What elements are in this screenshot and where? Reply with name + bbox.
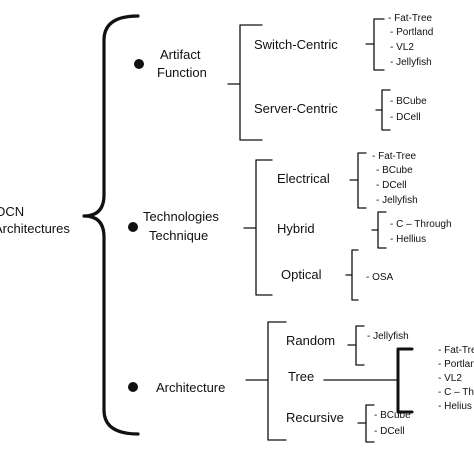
bullet-icon: [134, 59, 144, 69]
leaf-item: - DCell: [376, 180, 407, 191]
category-title-technologies-line2: Technique: [149, 228, 209, 243]
category-title-architecture: Architecture: [156, 380, 226, 395]
leaf-item: - VL2: [438, 373, 462, 384]
root-label-line1: DCN: [0, 204, 25, 219]
leaf-item: - DCell: [374, 426, 405, 437]
category-title-artifact: Artifact: [160, 47, 201, 62]
sub-label-server-centric: Server-Centric: [254, 101, 338, 116]
root-brace: [82, 14, 140, 436]
sub-label-random: Random: [286, 333, 336, 348]
leaf-item: - Fat-Tree: [438, 345, 474, 356]
sub-label-switch-centric: Switch-Centric: [254, 37, 338, 52]
tree-bracket: [396, 347, 414, 414]
hybrid-bracket: [371, 211, 387, 249]
electrical-bracket: [349, 152, 367, 209]
bullet-icon: [128, 382, 138, 392]
recursive-bracket: [357, 404, 375, 443]
server-centric-bracket: [375, 89, 391, 131]
leaf-item: - OSA: [366, 272, 394, 283]
technologies-bracket: [243, 159, 273, 296]
sub-label-recursive: Recursive: [286, 410, 344, 425]
sub-label-electrical: Electrical: [277, 171, 330, 186]
leaf-item: - C – Through: [438, 387, 474, 398]
category-title-artifact-line2: Function: [157, 65, 207, 80]
root-label-line2: Architectures: [0, 221, 70, 236]
leaf-item: - Jellyfish: [390, 57, 432, 68]
leaf-item: - Jellyfish: [376, 195, 418, 206]
switch-centric-bracket: [365, 18, 385, 71]
sub-label-tree: Tree: [288, 369, 315, 384]
artifact-bracket: [227, 24, 263, 141]
leaf-item: - DCell: [390, 112, 421, 123]
random-bracket: [347, 325, 365, 366]
leaf-item: - Fat-Tree: [372, 151, 417, 162]
leaf-item: - Fat-Tree: [388, 13, 433, 24]
optical-bracket: [345, 249, 359, 301]
leaf-item: - Portland: [390, 27, 434, 38]
leaf-item: - Jellyfish: [367, 331, 409, 342]
architecture-bracket: [245, 321, 287, 441]
leaf-item: - BCube: [374, 410, 411, 421]
leaf-item: - BCube: [376, 165, 413, 176]
leaf-item: - C – Through: [390, 219, 452, 230]
category-title-technologies: Technologies: [143, 209, 219, 224]
leaf-item: - BCube: [390, 96, 427, 107]
leaf-item: - Hellius: [390, 234, 427, 245]
leaf-item: - Helius: [438, 401, 472, 412]
sub-label-optical: Optical: [281, 267, 322, 282]
leaf-item: - VL2: [390, 42, 414, 53]
bullet-icon: [128, 222, 138, 232]
leaf-item: - Portland: [438, 359, 474, 370]
sub-label-hybrid: Hybrid: [277, 221, 315, 236]
